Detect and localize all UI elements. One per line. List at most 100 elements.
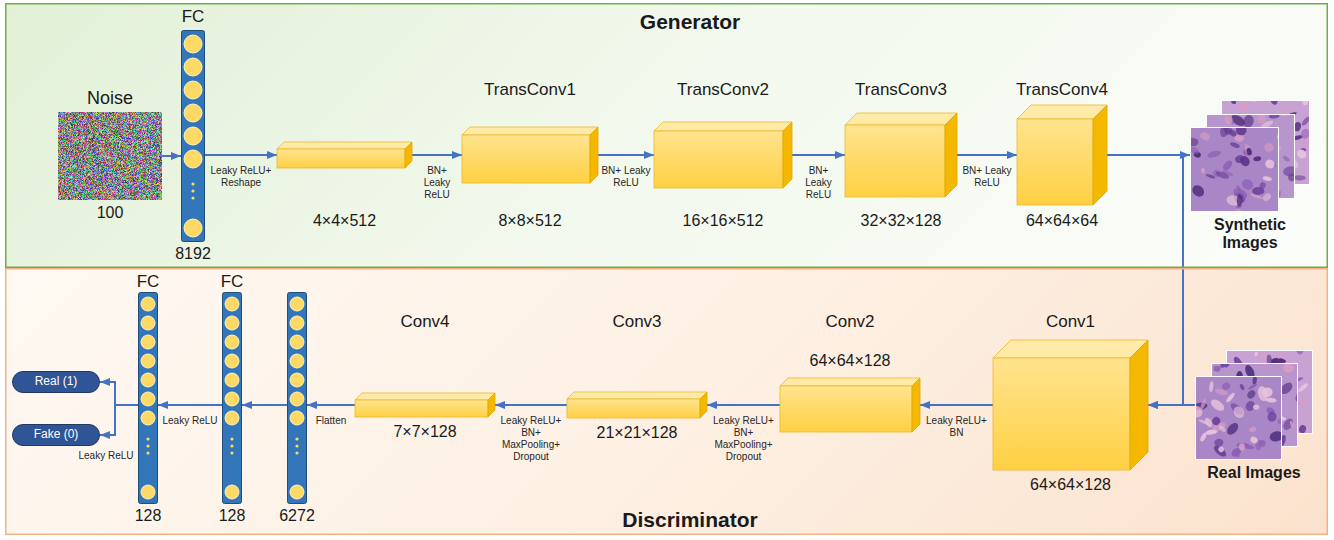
cell-nucleus [1229, 141, 1240, 149]
layer-size: 16×16×512 [683, 212, 764, 230]
cell-nucleus [1209, 397, 1226, 413]
tissue-image [1195, 359, 1311, 460]
edge-label: Leaky ReLU [74, 450, 138, 462]
neuron [290, 297, 304, 311]
fc-bar [287, 292, 307, 504]
block-front-face [845, 125, 945, 197]
image-caption: Real Images [1184, 464, 1324, 482]
cell-nucleus [1265, 397, 1277, 403]
layer-name: Conv4 [400, 312, 449, 332]
fc-bar [181, 30, 205, 242]
edge-label: BN+ Leaky ReLU [601, 165, 651, 189]
cell-nucleus [1263, 141, 1275, 153]
block-side-face [912, 378, 920, 432]
neuron [141, 297, 155, 311]
neuron [184, 104, 202, 122]
cell-nucleus [1207, 149, 1222, 159]
connector-arrow [307, 404, 355, 406]
cell-nucleus [1301, 116, 1310, 127]
neuron [141, 354, 155, 368]
dense-layer: FC128 [138, 292, 158, 504]
cell-nucleus [1225, 421, 1240, 437]
ellipsis-dot [191, 182, 194, 185]
image-stack-art [1195, 350, 1313, 460]
cell-nucleus [1215, 170, 1230, 180]
tissue-ground [1190, 127, 1279, 212]
edge-label: Flatten [310, 415, 352, 427]
cell-nucleus [1218, 424, 1227, 432]
neuron [184, 35, 202, 53]
connector-arrow [100, 382, 138, 405]
cell-nucleus [1246, 147, 1253, 156]
neuron [184, 81, 202, 99]
block-side-face [590, 127, 598, 183]
cell-nucleus [1249, 426, 1257, 433]
neuron [290, 335, 304, 349]
cell-nucleus [1231, 404, 1246, 419]
neuron [290, 354, 304, 368]
block-front-face [1017, 119, 1093, 205]
block-shape [277, 142, 412, 168]
cell-nucleus [1235, 185, 1243, 197]
layer-size: 32×32×128 [861, 212, 942, 230]
connector-arrow [205, 154, 277, 156]
neuron [184, 150, 202, 168]
cell-nucleus [1209, 381, 1214, 393]
neuron [290, 392, 304, 406]
feature-map-block: Conv164×64×128 [993, 340, 1148, 470]
cell-nucleus [1258, 440, 1266, 448]
neuron [225, 335, 239, 349]
block-shape [567, 392, 707, 418]
cell-nucleus [1298, 434, 1302, 442]
cell-nucleus [1298, 424, 1307, 434]
layer-size: 128 [135, 507, 162, 525]
block-side-face [1130, 340, 1148, 470]
image-frame [1196, 377, 1282, 460]
image-stack-art [1190, 100, 1310, 212]
cell-nucleus [1281, 110, 1289, 116]
block-shape [462, 127, 598, 183]
layer-name: FC [137, 272, 160, 292]
cell-nucleus [1248, 383, 1258, 391]
block-shape [355, 393, 495, 417]
connector-arrow [1148, 404, 1195, 406]
layer-name: Conv3 [612, 312, 661, 332]
block-shape [1017, 105, 1107, 205]
layer-size: 64×64×128 [810, 352, 891, 370]
cell-nucleus [1214, 105, 1230, 121]
block-front-face [567, 399, 700, 418]
neuron [141, 335, 155, 349]
cell-nucleus [1299, 403, 1306, 409]
block-shape [845, 113, 957, 197]
block-top-face [780, 378, 920, 386]
cell-nucleus [1261, 192, 1272, 202]
edge-label: Leaky ReLU+ BN [923, 415, 990, 439]
connector-arrow [412, 154, 462, 156]
fc-bar [222, 292, 242, 504]
fc-bar-body [139, 293, 158, 504]
block-front-face [355, 400, 488, 417]
neuron [184, 219, 202, 237]
feature-map-block: 4×4×512 [277, 142, 412, 168]
image-caption: Synthetic Images [1200, 216, 1300, 253]
layer-name: FC [221, 272, 244, 292]
ellipsis-dot [230, 437, 233, 440]
layer-size: 8×8×512 [498, 212, 561, 230]
neuron [184, 58, 202, 76]
cell-nucleus [1252, 187, 1265, 195]
neuron [141, 485, 155, 499]
cell-nucleus [1218, 107, 1233, 123]
edge-label: Leaky ReLU+ Reshape [208, 165, 274, 189]
feature-map-block: TransConv464×64×64 [1017, 105, 1107, 205]
neuron [225, 297, 239, 311]
block-side-face [783, 122, 792, 188]
ellipsis-dot [146, 437, 149, 440]
edge-label: Leaky ReLU+ BN+ MaxPooling+ Dropout [710, 415, 777, 463]
feature-map-block: Conv321×21×128 [567, 392, 707, 418]
neuron [290, 485, 304, 499]
neuron [290, 411, 304, 425]
cell-nucleus [1246, 389, 1257, 400]
ellipsis-dot [230, 451, 233, 454]
cell-nucleus [1190, 146, 1200, 156]
block-side-face [1093, 105, 1107, 205]
